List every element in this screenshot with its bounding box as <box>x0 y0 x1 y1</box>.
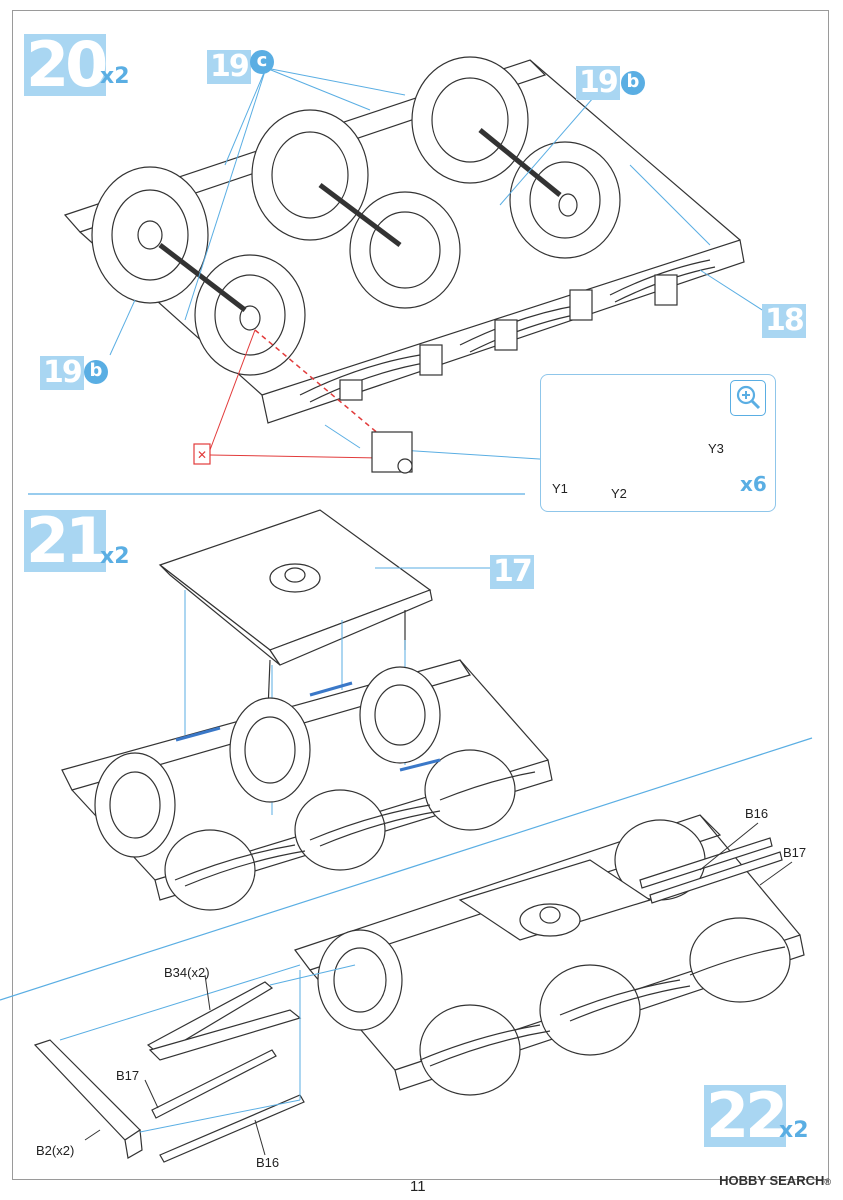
bogie-step20 <box>63 56 745 424</box>
step-21-multiplier: x2 <box>100 544 130 569</box>
no-glue-icon <box>193 443 211 465</box>
part-label-b16-bottom: B16 <box>256 1155 280 1170</box>
part-label-y3: Y3 <box>708 441 724 456</box>
ref-19b-top-number: 19 <box>576 66 620 100</box>
ref-19b-top-letter: b <box>621 71 645 95</box>
step-22-multiplier: x2 <box>779 1118 809 1143</box>
part-label-y1: Y1 <box>552 481 568 496</box>
part-label-b34: B34(x2) <box>164 965 210 980</box>
part-label-b2: B2(x2) <box>36 1143 75 1158</box>
part-label-y2: Y2 <box>611 486 627 501</box>
loose-parts <box>33 981 305 1163</box>
ref-18: 18 <box>762 304 806 338</box>
watermark-brand: HOBBY SEARCH <box>719 1173 825 1188</box>
step-20-number: 20 <box>24 28 108 101</box>
step-21-number: 21 <box>24 504 108 577</box>
page-frame <box>12 10 829 1180</box>
part-label-b17-bottom: B17 <box>116 1068 140 1083</box>
ref-19c-number: 19 <box>207 50 251 84</box>
bolster-17 <box>158 509 433 711</box>
svg-text:✕: ✕ <box>197 448 207 462</box>
part-label-b17-top: B17 <box>783 845 807 860</box>
zoom-multiplier: x6 <box>740 472 767 496</box>
page-number: 11 <box>410 1178 426 1195</box>
magnifier-plus-icon <box>730 380 766 416</box>
ref-19b-left-number: 19 <box>40 356 84 390</box>
ref-19c-letter: c <box>250 50 274 74</box>
watermark: HOBBY SEARCH® <box>719 1173 831 1188</box>
watermark-registered-mark: ® <box>824 1177 831 1187</box>
part-label-b16-top: B16 <box>745 806 769 821</box>
step-20-multiplier: x2 <box>100 64 130 89</box>
bogie-step21 <box>61 659 553 911</box>
ref-19b-left-letter: b <box>84 360 108 384</box>
ref-17: 17 <box>490 555 534 589</box>
bogie-step22 <box>294 814 805 1096</box>
step-22-number: 22 <box>704 1079 788 1152</box>
zoom-detail-panel <box>540 374 776 512</box>
